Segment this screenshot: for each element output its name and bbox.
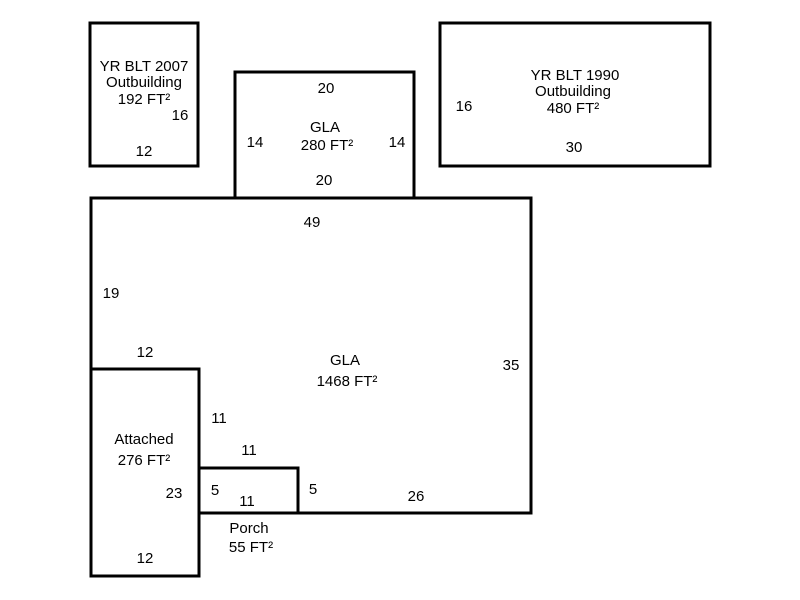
attached-outline xyxy=(89,367,201,578)
dimension-label: 14 xyxy=(247,134,264,151)
outbuilding-1990-label: Outbuilding xyxy=(535,83,611,100)
outbuilding-1990-area: 480 FT² xyxy=(547,100,600,117)
dimension-label: 26 xyxy=(408,488,425,505)
dimension-label: 35 xyxy=(503,357,520,374)
gla-main: 49 19 12 GLA 1468 FT² 35 11 11 5 26 xyxy=(89,196,533,515)
attached-area: 276 FT² xyxy=(118,452,171,469)
outbuilding-2007-year: YR BLT 2007 xyxy=(100,58,189,75)
outbuilding-2007-area: 192 FT² xyxy=(118,91,171,108)
dimension-label: 11 xyxy=(239,493,255,510)
dimension-label: 20 xyxy=(316,172,333,189)
gla-main-label: GLA xyxy=(330,352,360,369)
outbuilding-2007-outline xyxy=(88,21,200,168)
outbuilding-2007-label: Outbuilding xyxy=(106,74,182,91)
dimension-label: 11 xyxy=(211,410,227,427)
porch-label: Porch xyxy=(229,520,268,537)
outbuilding-1990: YR BLT 1990 Outbuilding 480 FT² 16 30 xyxy=(438,21,712,168)
outbuilding-2007: YR BLT 2007 Outbuilding 192 FT² 16 12 xyxy=(88,21,200,168)
dimension-label: 12 xyxy=(137,550,154,567)
dimension-label: 19 xyxy=(103,285,120,302)
dimension-label: 12 xyxy=(137,344,154,361)
gla-upper-area: 280 FT² xyxy=(301,137,354,154)
dimension-label: 11 xyxy=(241,442,257,459)
gla-upper-label: GLA xyxy=(310,119,340,136)
dimension-label: 23 xyxy=(166,485,183,502)
outbuilding-1990-year: YR BLT 1990 xyxy=(531,67,620,84)
dimension-label: 5 xyxy=(211,482,219,499)
gla-main-area: 1468 FT² xyxy=(317,373,378,390)
dimension-label: 5 xyxy=(309,481,317,498)
attached-label: Attached xyxy=(114,431,173,448)
dimension-label: 20 xyxy=(318,80,335,97)
attached-garage: Attached 276 FT² 23 12 xyxy=(89,367,201,578)
dimension-label: 30 xyxy=(566,139,583,156)
dimension-label: 12 xyxy=(136,143,153,160)
outbuilding-1990-outline xyxy=(438,21,712,168)
dimension-label: 16 xyxy=(456,98,473,115)
porch-outline xyxy=(197,466,300,515)
dimension-label: 16 xyxy=(172,107,189,124)
porch: 5 11 Porch 55 FT² xyxy=(197,466,300,556)
dimension-label: 49 xyxy=(304,214,321,231)
gla-upper: 20 GLA 280 FT² 14 14 20 xyxy=(233,70,416,200)
dimension-label: 14 xyxy=(389,134,406,151)
porch-area: 55 FT² xyxy=(229,539,273,556)
gla-main-outline xyxy=(89,196,533,515)
